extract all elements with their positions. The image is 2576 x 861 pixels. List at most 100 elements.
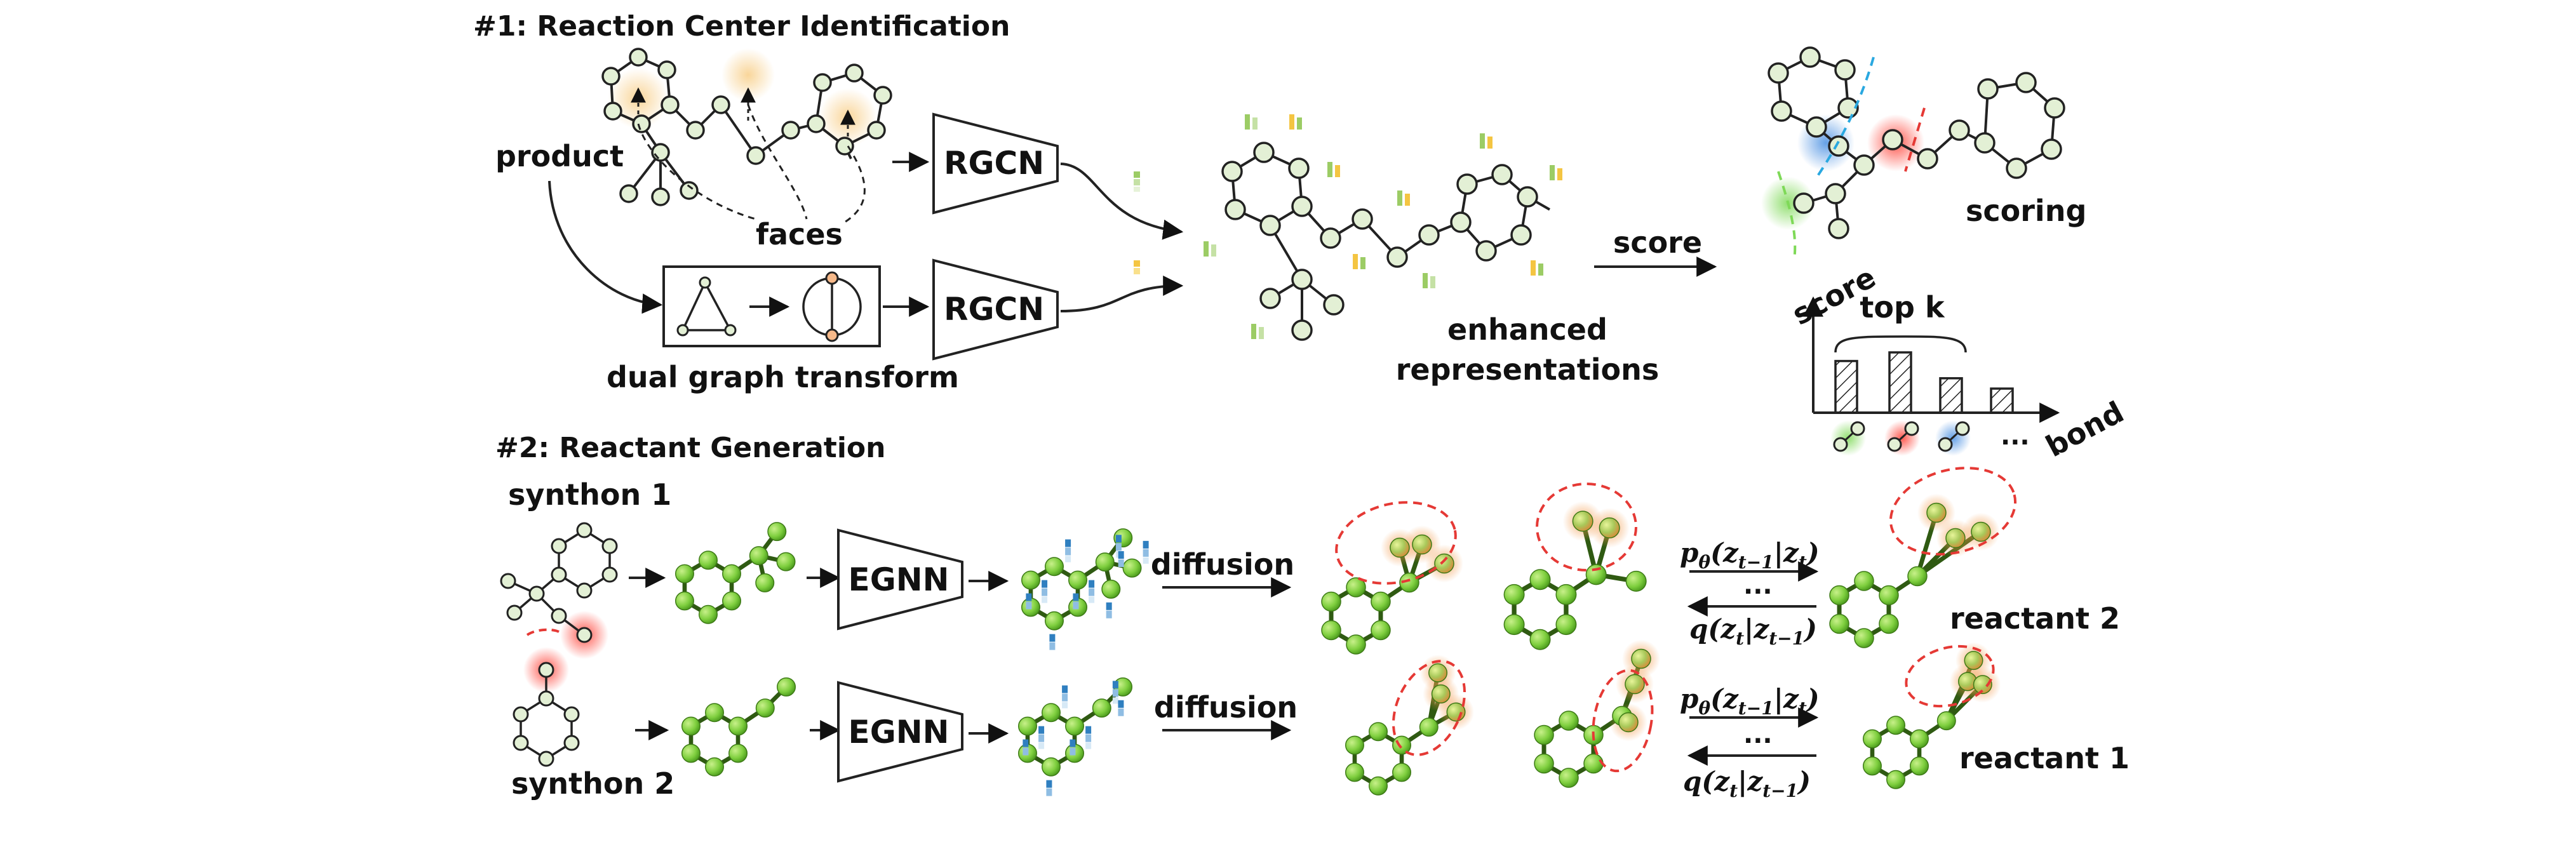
chart-xlabel: bond bbox=[2040, 394, 2129, 464]
feature-cell bbox=[1065, 539, 1071, 547]
feature-cell bbox=[1046, 780, 1052, 788]
atom bbox=[1829, 613, 1849, 634]
atom bbox=[1572, 511, 1593, 532]
atom bbox=[722, 564, 742, 584]
svg-text:pθ(zt−1|zt): pθ(zt−1|zt) bbox=[1680, 537, 1820, 573]
feature-cell bbox=[1026, 593, 1032, 601]
reverse-process-top: pθ(zt−1|zt) q(zt|zt−1) bbox=[1680, 537, 1820, 649]
atom bbox=[1910, 729, 1929, 749]
feature-cell bbox=[1115, 535, 1122, 543]
atom bbox=[1910, 756, 1929, 776]
atom bbox=[1555, 614, 1577, 636]
atom bbox=[1503, 614, 1525, 636]
feature-cell bbox=[1042, 596, 1048, 603]
atom bbox=[1065, 716, 1085, 736]
leaving-group-ellipses bbox=[1335, 467, 2017, 773]
chart-ellipsis: ... bbox=[2001, 422, 2030, 451]
atom bbox=[1529, 569, 1551, 591]
feature-cell bbox=[1112, 681, 1118, 689]
atom bbox=[699, 604, 718, 624]
atom bbox=[1390, 537, 1410, 558]
atom bbox=[1346, 577, 1366, 597]
atom bbox=[705, 703, 724, 723]
feature-cell bbox=[1118, 559, 1124, 568]
atom bbox=[1321, 591, 1341, 612]
atom bbox=[1431, 684, 1451, 704]
chart-bar bbox=[1939, 377, 1963, 414]
atom bbox=[699, 551, 718, 570]
dual-graph-box bbox=[662, 265, 881, 347]
svg-text:q(zt|zt−1): q(zt|zt−1) bbox=[1689, 613, 1817, 649]
reactant1-label: reactant 1 bbox=[1959, 741, 2130, 775]
atom bbox=[1369, 776, 1388, 796]
feature-cell bbox=[1062, 685, 1068, 693]
atom bbox=[1392, 763, 1412, 782]
feature-cell bbox=[1038, 734, 1045, 742]
atom bbox=[1862, 756, 1882, 776]
atom bbox=[674, 591, 694, 611]
feature-cell bbox=[1049, 634, 1056, 642]
feature-cell bbox=[1042, 580, 1048, 588]
feature-cell bbox=[1089, 596, 1095, 603]
feature-cell bbox=[1038, 726, 1045, 734]
atom bbox=[1021, 570, 1040, 590]
atom bbox=[1559, 711, 1579, 731]
atom bbox=[1017, 716, 1037, 736]
atom bbox=[1936, 711, 1956, 731]
synthon1-feature-molecule bbox=[1021, 528, 1149, 650]
atom bbox=[1345, 763, 1364, 782]
feature-cell bbox=[1046, 788, 1052, 796]
dual-graph-label: dual graph transform bbox=[607, 360, 959, 394]
atom bbox=[674, 564, 694, 584]
feature-cell bbox=[1049, 642, 1056, 650]
feature-cell bbox=[1143, 540, 1149, 549]
atom bbox=[1964, 651, 1983, 671]
chart-bar bbox=[1834, 359, 1858, 414]
egnn-bottom-label: EGNN bbox=[849, 714, 949, 751]
atom bbox=[1371, 620, 1391, 641]
atom bbox=[1321, 620, 1341, 641]
synthon2-molecule bbox=[513, 647, 580, 767]
atom bbox=[1829, 585, 1849, 606]
process-ellipsis-bottom: ... bbox=[1743, 720, 1773, 749]
atom bbox=[1854, 628, 1874, 648]
faces-label: faces bbox=[756, 217, 843, 251]
synthon2-label: synthon 2 bbox=[511, 766, 674, 801]
atom bbox=[1585, 564, 1607, 585]
feature-cell bbox=[1065, 556, 1071, 563]
reactant2-noisy-molecule-a bbox=[1321, 525, 1463, 655]
feature-cell bbox=[1065, 547, 1071, 556]
atom bbox=[1534, 753, 1554, 774]
egnn-top-label: EGNN bbox=[849, 561, 949, 598]
section1-title: #1: Reaction Center Identification bbox=[473, 10, 1010, 43]
atom bbox=[1907, 566, 1928, 587]
bond-glyph-red bbox=[1884, 420, 1920, 456]
rgcn-bottom-label: RGCN bbox=[944, 291, 1044, 328]
diffusion-bottom-label: diffusion bbox=[1154, 690, 1298, 724]
feature-cell bbox=[1073, 593, 1079, 601]
feature-cell bbox=[1042, 588, 1048, 596]
svg-text:q(zt|zt−1): q(zt|zt−1) bbox=[1683, 766, 1811, 801]
atom bbox=[1068, 570, 1088, 590]
bond-glyph-blue bbox=[1935, 420, 1971, 456]
feature-cell bbox=[1038, 742, 1045, 749]
atom bbox=[1854, 571, 1874, 591]
feature-cell bbox=[1085, 734, 1092, 742]
atom bbox=[728, 744, 748, 763]
atom bbox=[1886, 716, 1905, 735]
diffusion-top-label: diffusion bbox=[1151, 547, 1294, 582]
bond-glyph-green bbox=[1830, 420, 1866, 456]
enhanced-label-line1: enhanced bbox=[1447, 312, 1607, 347]
atom bbox=[1101, 579, 1121, 599]
atom bbox=[1045, 557, 1064, 577]
atom bbox=[755, 573, 775, 592]
rgcn-top-box bbox=[932, 112, 1059, 215]
feature-cell bbox=[1143, 557, 1149, 564]
atom bbox=[1534, 724, 1554, 745]
egnn-bottom-box bbox=[837, 681, 963, 783]
feature-cell bbox=[1106, 602, 1112, 610]
chart-bar bbox=[1990, 387, 2014, 414]
reactant1-noisy-molecule-b bbox=[1534, 639, 1660, 788]
atom bbox=[755, 698, 775, 718]
atom bbox=[1599, 517, 1620, 538]
